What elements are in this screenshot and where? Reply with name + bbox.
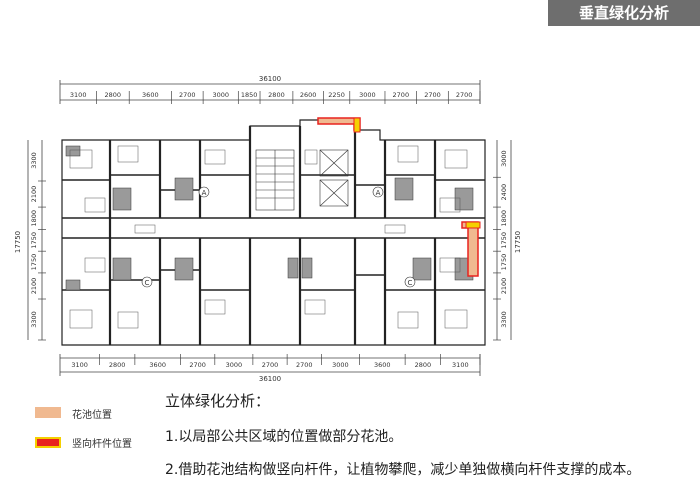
bottom-dim-segment-label: 2700 <box>262 361 279 369</box>
left-dim-segment-label: 1750 <box>30 232 38 249</box>
legend-flower-bed-swatch <box>35 407 61 418</box>
left-dim-segment-label: 2100 <box>30 278 38 295</box>
top-dim-segment-label: 2600 <box>300 91 317 99</box>
unit-label-c-left: C <box>145 279 150 287</box>
right-dimension-segments: 3000 2400 1800 1750 1750 2100 3300 <box>493 150 508 341</box>
legend-vertical-pole-label: 竖向杆件位置 <box>72 439 132 450</box>
analysis-heading: 立体绿化分析： <box>165 392 271 410</box>
right-dim-segment-label: 1750 <box>500 254 508 271</box>
bottom-dim-segment-label: 2800 <box>415 361 432 369</box>
furniture <box>69 145 468 329</box>
top-dimension-segments: 3100 2800 3600 2700 3000 1850 2800 2600 2250 3000… <box>70 91 481 104</box>
bottom-dim-segment-label: 3000 <box>332 361 349 369</box>
top-dim-segment-label: 2800 <box>105 91 122 99</box>
top-dim-segment-label: 2700 <box>393 91 410 99</box>
top-dim-segment-label: 2700 <box>456 91 473 99</box>
dim-total-top: 36100 <box>259 75 281 83</box>
building-walls <box>61 119 486 346</box>
left-dim-segment-label: 2100 <box>30 186 38 203</box>
right-dim-segment-label: 3000 <box>500 150 508 167</box>
top-dim-segment-label: 1850 <box>241 91 258 99</box>
analysis-point-1: 1.以局部公共区域的位置做部分花池。 <box>165 429 403 445</box>
left-dim-segment-label: 3300 <box>30 311 38 328</box>
top-dim-segment-label: 3100 <box>70 91 87 99</box>
unit-label-a-left: A <box>202 189 207 197</box>
left-dim-segment-label: 1750 <box>30 254 38 271</box>
right-dimension-chain <box>496 140 512 340</box>
wet-areas <box>65 145 474 291</box>
legend-vertical-pole-swatch <box>35 437 61 448</box>
stair-core <box>255 149 349 211</box>
top-dim-segment-label: 2800 <box>268 91 285 99</box>
top-dim-segment-label: 2250 <box>328 91 345 99</box>
flower-bed-top <box>317 117 361 133</box>
unit-markers <box>141 186 416 288</box>
legend-flower-bed-label: 花池位置 <box>72 410 112 421</box>
bottom-dim-segment-label: 3000 <box>226 361 243 369</box>
top-dim-segment-label: 3000 <box>359 91 376 99</box>
right-dim-segment-label: 3300 <box>500 311 508 328</box>
bottom-dim-segment-label: 2800 <box>109 361 126 369</box>
page-title: 垂直绿化分析 <box>548 0 700 26</box>
floor-plan: 36100 3100 2800 3600 2700 3000 1850 2800 2600 22… <box>14 75 522 383</box>
right-dim-segment-label: 1750 <box>500 232 508 249</box>
bottom-dim-segment-label: 3100 <box>71 361 88 369</box>
unit-label-c-right: C <box>408 279 413 287</box>
bottom-dim-segment-label: 2700 <box>296 361 313 369</box>
bottom-dim-segment-label: 3100 <box>452 361 469 369</box>
right-dim-segment-label: 1800 <box>500 210 508 227</box>
top-dim-segment-label: 2700 <box>424 91 441 99</box>
dim-left-total: 17750 <box>14 231 22 253</box>
right-dim-segment-label: 2100 <box>500 278 508 295</box>
unit-label-a-right: A <box>376 189 381 197</box>
top-dim-segment-label: 3600 <box>142 91 159 99</box>
bottom-dim-segment-label: 3600 <box>374 361 391 369</box>
left-dim-segment-label: 3300 <box>30 152 38 169</box>
bottom-dim-segment-label: 3600 <box>149 361 166 369</box>
right-dim-segment-label: 2400 <box>500 184 508 201</box>
bottom-dimension-segments: 3100 2800 3600 2700 3000 2700 2700 3000 3600 2800… <box>71 354 481 369</box>
top-dim-segment-label: 2700 <box>179 91 196 99</box>
dim-total-bottom: 36100 <box>259 375 281 383</box>
top-dim-segment-label: 3000 <box>212 91 229 99</box>
dim-right-total: 17750 <box>514 231 522 253</box>
analysis-point-2: 2.借助花池结构做竖向杆件，让植物攀爬，减少单独做横向杆件支撑的成本。 <box>165 462 641 478</box>
flower-bed-right <box>461 221 481 277</box>
left-dimension-segments: 3300 2100 1800 1750 1750 2100 3300 <box>30 152 46 341</box>
left-dimension-chain <box>27 140 43 340</box>
left-dim-segment-label: 1800 <box>30 210 38 227</box>
bottom-dim-segment-label: 2700 <box>189 361 206 369</box>
